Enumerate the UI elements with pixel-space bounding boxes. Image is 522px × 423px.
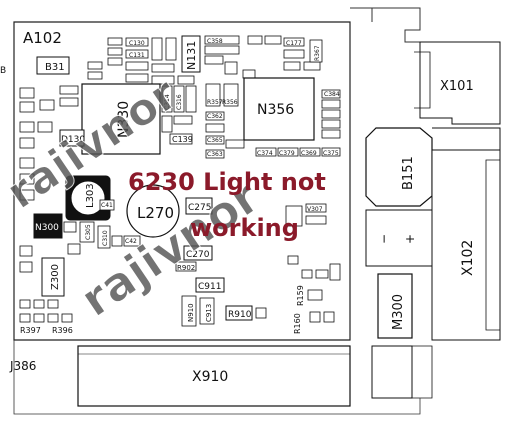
small-components-center xyxy=(19,199,141,323)
c177-label: C177 xyxy=(286,40,302,47)
c270-label: C270 xyxy=(186,250,210,260)
edge-mark: B xyxy=(0,66,6,76)
small-components-top xyxy=(87,35,321,107)
m300-label: M300 xyxy=(391,294,406,330)
r159-label: R159 xyxy=(296,285,305,306)
c42-label: C42 xyxy=(125,238,137,245)
c374-label: C374 xyxy=(257,150,273,157)
d130-label: D130 xyxy=(61,135,85,145)
c379-label: C379 xyxy=(279,150,295,157)
c365-label: C365 xyxy=(207,137,223,144)
c275-label: C275 xyxy=(188,203,211,213)
z300-component xyxy=(41,257,65,297)
b151-label: B151 xyxy=(401,156,416,190)
d130-component xyxy=(59,129,85,147)
r902-label: R902 xyxy=(177,264,195,272)
title-line-1: 6230 Light not xyxy=(128,168,326,196)
l303-label: L303 xyxy=(85,183,96,208)
c911-component xyxy=(195,277,225,293)
small-part-r910-side xyxy=(255,307,267,319)
c362-label: C362 xyxy=(207,113,223,120)
board-bottom-edge xyxy=(13,340,421,415)
small-components-lower-right xyxy=(285,203,341,323)
c911-label: C911 xyxy=(198,282,221,292)
c270-component xyxy=(183,245,213,261)
battery-contact-box xyxy=(365,209,433,267)
corner-label: J386 xyxy=(9,359,36,373)
c314-label: C314 xyxy=(164,94,171,110)
r902-component xyxy=(175,261,197,272)
c139-label: C139 xyxy=(172,135,193,144)
x101-connector xyxy=(419,41,501,125)
r367-component xyxy=(309,39,323,63)
c305-label: C305 xyxy=(85,224,92,240)
c131-label: C131 xyxy=(129,52,145,59)
n131-component xyxy=(181,35,201,73)
minus-sign: − xyxy=(377,234,391,244)
board-label: A102 xyxy=(23,29,62,47)
b31-label: B31 xyxy=(45,62,65,73)
c375-label: C375 xyxy=(323,150,339,157)
z300-label: Z300 xyxy=(50,264,61,290)
c363-label: C363 xyxy=(207,151,223,158)
r356-label: R356 xyxy=(222,99,238,106)
c913-label: C913 xyxy=(205,304,213,322)
x102-inner xyxy=(485,159,501,331)
r397-label: R397 xyxy=(20,326,41,335)
l270-coil xyxy=(126,184,180,238)
l303-coil xyxy=(70,180,106,216)
r160-label: R160 xyxy=(293,313,302,334)
n330-label: N330 xyxy=(116,101,132,138)
x910-label: X910 xyxy=(192,369,228,385)
n910-component xyxy=(181,295,197,327)
c41-label: C41 xyxy=(101,202,113,209)
n330-side-components xyxy=(19,85,197,201)
c316-label: C316 xyxy=(176,94,183,110)
c310-label: C310 xyxy=(102,230,109,246)
r910-component xyxy=(225,305,253,321)
plus-sign: + xyxy=(403,234,417,244)
m300-rails xyxy=(412,345,433,399)
l270-label: L270 xyxy=(137,204,174,222)
c130-label: C130 xyxy=(129,40,145,47)
r910-label: R910 xyxy=(228,310,252,320)
n356-chip xyxy=(243,77,315,141)
v307-label: V307 xyxy=(307,206,323,213)
b31-component xyxy=(36,56,70,75)
r367-label: R367 xyxy=(314,45,321,61)
n330-chip xyxy=(81,83,161,155)
n356-bottom-components xyxy=(205,111,341,159)
c358-label: C358 xyxy=(207,38,223,45)
c369-label: C369 xyxy=(301,150,317,157)
x910-connector xyxy=(77,345,351,407)
r396-label: R396 xyxy=(52,326,73,335)
m300-base xyxy=(371,345,413,399)
x102-label: X102 xyxy=(460,240,476,276)
m300-component xyxy=(377,273,413,339)
c139-component xyxy=(169,133,193,145)
n131-label: N131 xyxy=(185,41,198,70)
n356-side-components xyxy=(321,89,341,139)
b151-component xyxy=(365,127,433,207)
n300-chip xyxy=(33,213,63,239)
c384-label: C384 xyxy=(324,91,340,98)
board-outline xyxy=(13,21,351,341)
x101-label: X101 xyxy=(440,79,474,94)
n300-label: N300 xyxy=(35,223,59,233)
c275-component xyxy=(185,197,213,215)
title-line-2: working xyxy=(190,214,299,242)
x102-connector xyxy=(431,149,501,341)
n356-label: N356 xyxy=(257,102,294,118)
n910-label: N910 xyxy=(187,303,195,322)
x101-inner xyxy=(414,51,431,109)
r357-label: R357 xyxy=(207,99,223,106)
c913-component xyxy=(199,297,215,325)
